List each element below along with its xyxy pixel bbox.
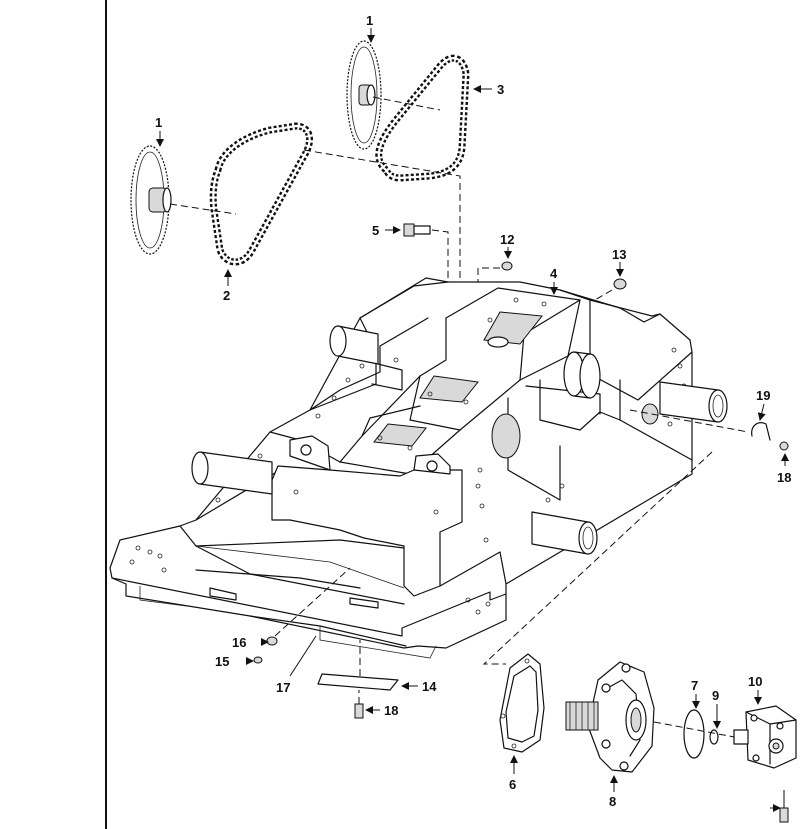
bolt-18-bottom (354, 703, 364, 719)
callout-1-lower: 1 (155, 115, 162, 130)
callout-9: 9 (712, 688, 719, 703)
callout-3: 3 (497, 82, 504, 97)
drive-chain-lower (209, 122, 314, 266)
align-line-chain-down (303, 149, 461, 400)
axle-tube-front-left (191, 451, 273, 495)
callout-19: 19 (756, 388, 770, 403)
callout-12: 12 (500, 232, 514, 247)
hydraulic-motor-10 (733, 705, 797, 769)
align-line-upper (372, 96, 441, 111)
bolt-bottom-right (770, 790, 789, 823)
callout-2: 2 (223, 288, 230, 303)
washer-16 (266, 636, 278, 646)
callout-13: 13 (612, 247, 626, 262)
callout-17: 17 (276, 680, 290, 695)
plug-12 (501, 261, 513, 271)
callout-16: 16 (232, 635, 246, 650)
o-ring-7 (683, 709, 705, 759)
align-line-motor-axis (653, 721, 741, 739)
bolt-18-right (779, 441, 789, 451)
bolt-5 (403, 223, 431, 237)
callout-4: 4 (550, 266, 558, 281)
align-line-lower (169, 203, 237, 215)
align-line-motor (482, 451, 713, 665)
sprocket-lower (130, 145, 172, 255)
screw-15 (253, 656, 263, 664)
callout-leaders (156, 28, 789, 792)
axle-tube-front-right (531, 511, 598, 555)
sprocket-upper (346, 40, 382, 150)
callout-6: 6 (509, 777, 516, 792)
seal-9 (709, 729, 719, 745)
drive-chain-upper (375, 54, 470, 182)
callout-15: 15 (215, 654, 229, 669)
bearing-left (487, 336, 509, 348)
plug-13 (613, 278, 627, 290)
gasket-6 (499, 653, 545, 753)
retaining-clip-19 (751, 422, 771, 441)
axle-tube-rear-left (329, 325, 379, 365)
callout-18-right: 18 (777, 470, 791, 485)
callout-1-upper: 1 (366, 13, 373, 28)
callout-7: 7 (691, 678, 698, 693)
callout-numbers: 1 1 2 3 4 5 12 13 19 18 16 15 17 14 18 6… (155, 13, 791, 809)
bearing-housing (563, 351, 601, 399)
callout-10: 10 (748, 674, 762, 689)
callout-14: 14 (422, 679, 437, 694)
axle-tube-rear-right (659, 381, 728, 423)
callout-18-bottom: 18 (384, 703, 398, 718)
align-line-axle-right (629, 409, 749, 433)
align-line-screw (274, 567, 351, 637)
callout-5: 5 (372, 223, 379, 238)
plate-14 (317, 673, 399, 691)
callout-8: 8 (609, 794, 616, 809)
motor-housing-8 (565, 661, 655, 773)
